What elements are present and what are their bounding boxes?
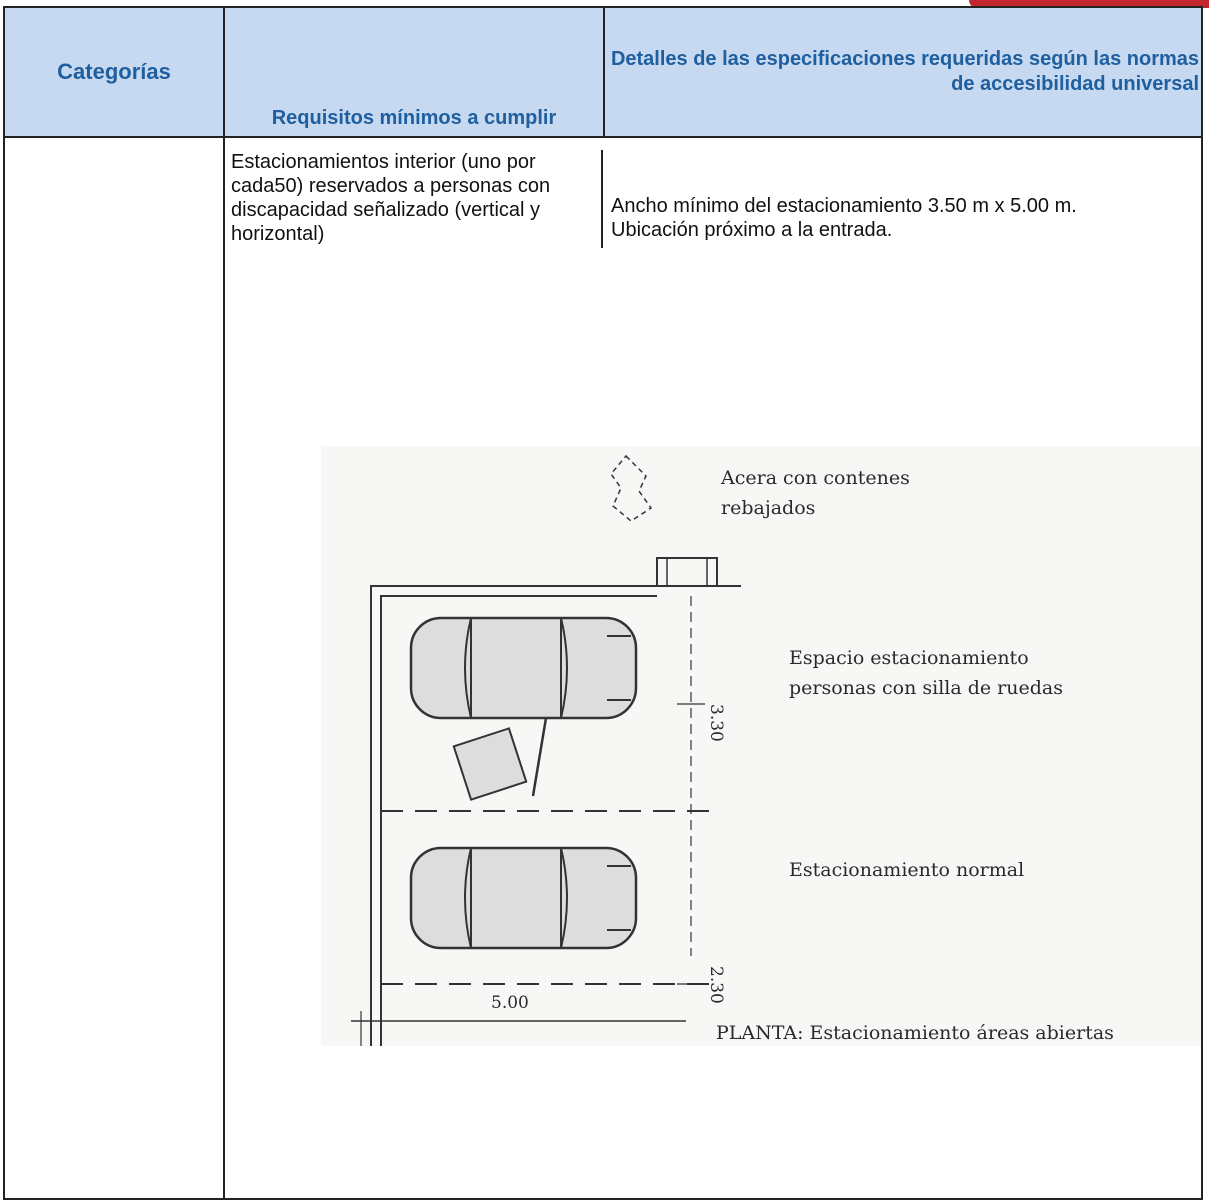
detalle-line-2: Ubicación próximo a la entrada. bbox=[611, 219, 893, 241]
parking-plan-svg: 3.30 2.30 bbox=[351, 454, 1114, 1046]
wheelchair-symbol bbox=[452, 727, 528, 801]
label-espacio-2: personas con silla de ruedas bbox=[789, 677, 1063, 699]
curb-ramp-box bbox=[656, 557, 718, 587]
normal-car bbox=[409, 846, 638, 950]
wall-inner bbox=[380, 595, 657, 1046]
cell-categoria bbox=[3, 136, 225, 1200]
detalle-line-1: Ancho mínimo del estacionamiento 3.50 m … bbox=[611, 195, 1077, 217]
parking-plan-drawing: 3.30 2.30 bbox=[321, 446, 1201, 1046]
label-normal: Estacionamiento normal bbox=[789, 859, 1024, 881]
requisito-text: Estacionamientos interior (uno por cada5… bbox=[231, 150, 603, 248]
dim-label-330: 3.30 bbox=[706, 704, 726, 742]
header-row: Categorías Requisitos mínimos a cumplir … bbox=[3, 6, 1203, 138]
label-planta: PLANTA: Estacionamiento áreas abiertas bbox=[716, 1022, 1114, 1044]
header-requisitos: Requisitos mínimos a cumplir bbox=[223, 6, 605, 138]
dim-label-230: 2.30 bbox=[706, 966, 726, 1004]
curb-ramp-symbol bbox=[610, 454, 653, 522]
label-espacio-1: Espacio estacionamiento bbox=[789, 647, 1029, 669]
table-row: Estacionamientos interior (uno por cada5… bbox=[3, 136, 1203, 1200]
requirements-table: Categorías Requisitos mínimos a cumplir … bbox=[3, 6, 1203, 1200]
open-door bbox=[531, 717, 548, 797]
label-acera-1: Acera con contenes bbox=[720, 467, 910, 489]
wall-outer bbox=[370, 585, 657, 1046]
accessible-car bbox=[409, 616, 638, 720]
label-acera-2: rebajados bbox=[721, 497, 815, 519]
header-detalles: Detalles de las especificaciones requeri… bbox=[603, 6, 1203, 138]
cell-requisito-detalle: Estacionamientos interior (uno por cada5… bbox=[223, 136, 1203, 1200]
detalle-text: Ancho mínimo del estacionamiento 3.50 m … bbox=[611, 194, 1201, 242]
header-categorias: Categorías bbox=[3, 6, 225, 138]
corner-accent bbox=[969, 0, 1209, 8]
dim-label-500: 5.00 bbox=[491, 993, 529, 1013]
